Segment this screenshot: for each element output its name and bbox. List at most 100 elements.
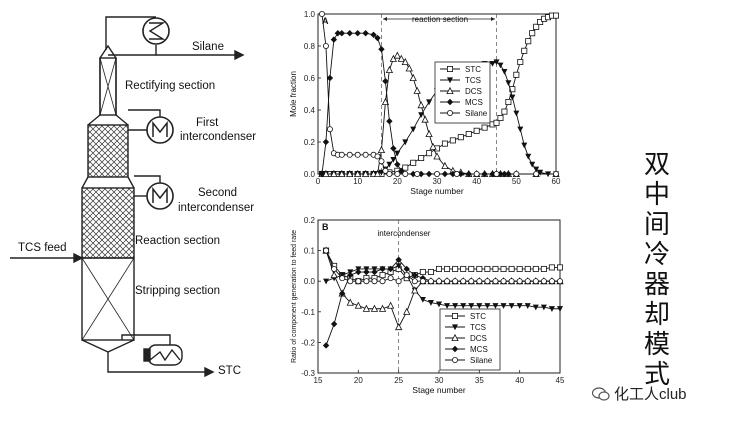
legend-marker [451, 313, 458, 320]
watermark-text: 化工人club [614, 386, 687, 403]
first-intercondenser-section [87, 124, 129, 178]
legend-entry: TCS [465, 76, 481, 85]
data-point-mcs [339, 290, 346, 297]
x-tick-label: 25 [394, 376, 403, 385]
data-point-silane [403, 272, 410, 279]
data-point-dcs [377, 145, 386, 154]
legend-entry: MCS [470, 345, 488, 354]
data-point-mcs [386, 118, 393, 125]
x-axis-label: Stage number [410, 186, 464, 196]
data-point-stc [513, 71, 520, 78]
data-point-stc [537, 18, 544, 25]
x-tick-label: 30 [435, 376, 444, 385]
annotation-arrowhead-left [383, 17, 387, 21]
data-point-dcs [433, 152, 441, 160]
data-point-stc [427, 269, 434, 276]
data-point-stc [493, 119, 500, 126]
data-point-silane [540, 278, 547, 285]
data-point-mcs [395, 256, 402, 263]
x-tick-label: 30 [433, 177, 442, 186]
column-top [99, 44, 117, 59]
data-point-tcs [508, 303, 515, 309]
side-char: 模 [643, 330, 670, 360]
data-point-mcs [318, 170, 326, 178]
data-point-stc [501, 108, 508, 115]
data-point-stc [444, 265, 451, 272]
data-point-silane [433, 170, 440, 177]
panel-label: A [322, 16, 329, 26]
data-point-silane [548, 278, 555, 285]
data-point-dcs [413, 86, 421, 94]
legend-marker [451, 345, 459, 353]
tcs-feed-label: TCS feed [18, 242, 67, 254]
y-tick-label: 0.1 [304, 247, 316, 256]
data-point-silane [484, 278, 491, 285]
data-point-tcs [513, 110, 520, 117]
tcs-feed-arrow [73, 252, 84, 264]
data-point-tcs [501, 69, 508, 75]
data-point-dcs [409, 73, 417, 81]
side-char: 双 [643, 150, 670, 180]
data-point-dcs [421, 115, 429, 123]
data-point-silane [453, 170, 460, 177]
data-point-stc [497, 115, 504, 122]
legend-marker [446, 86, 454, 94]
data-point-dcs [441, 161, 449, 170]
x-tick-label: 15 [314, 376, 323, 385]
data-point-dcs [338, 169, 346, 178]
data-point-tcs [525, 153, 532, 160]
data-point-dcs [346, 298, 354, 306]
data-point-dcs [330, 169, 338, 178]
series-silane [318, 10, 559, 177]
data-point-silane [323, 247, 330, 254]
column-transition-1 [87, 114, 129, 126]
y-tick-label: 0.2 [304, 216, 316, 225]
silane-label: Silane [192, 41, 224, 53]
data-point-tcs [476, 303, 483, 309]
data-point-dcs [370, 304, 379, 312]
data-point-tcs [489, 61, 496, 67]
data-point-stc [517, 59, 524, 66]
data-point-dcs [378, 304, 387, 312]
data-point-stc [500, 265, 507, 272]
data-point-mcs [338, 30, 345, 37]
side-char: 却 [643, 300, 670, 330]
data-point-tcs [386, 161, 393, 168]
legend-entry: TCS [470, 323, 486, 332]
x-tick-label: 40 [515, 376, 524, 385]
data-point-silane [492, 278, 499, 285]
data-point-mcs [326, 74, 334, 82]
data-point-silane [394, 170, 401, 177]
data-point-dcs [385, 65, 394, 73]
data-point-mcs [390, 145, 397, 152]
column-diagram [10, 16, 245, 378]
data-point-stc [552, 12, 559, 19]
legend-marker [451, 333, 459, 342]
data-point-tcs [540, 304, 547, 311]
data-point-stc [410, 159, 417, 166]
stripping-label: Stripping section [135, 285, 221, 297]
data-point-tcs [500, 303, 507, 309]
legend-entry: Silane [465, 109, 488, 118]
data-point-silane [414, 170, 421, 177]
data-point-stc [468, 265, 475, 272]
rectifying-label: Rectifying section [125, 80, 216, 92]
data-point-silane [318, 10, 325, 17]
legend-marker [447, 77, 453, 84]
data-point-silane [363, 278, 370, 285]
legend-entry: STC [470, 312, 486, 321]
data-point-mcs [362, 30, 369, 37]
data-point-dcs [417, 101, 425, 109]
data-point-silane [513, 170, 520, 177]
column-bottom [81, 339, 135, 353]
x-tick-label: 0 [316, 177, 321, 186]
side-char: 中 [643, 180, 670, 210]
data-point-stc [449, 137, 456, 144]
data-point-stc [516, 265, 523, 272]
data-point-tcs [418, 112, 425, 118]
data-point-mcs [330, 36, 338, 43]
data-point-stc [524, 265, 531, 272]
data-point-dcs [354, 301, 362, 309]
data-point-tcs [419, 296, 426, 303]
